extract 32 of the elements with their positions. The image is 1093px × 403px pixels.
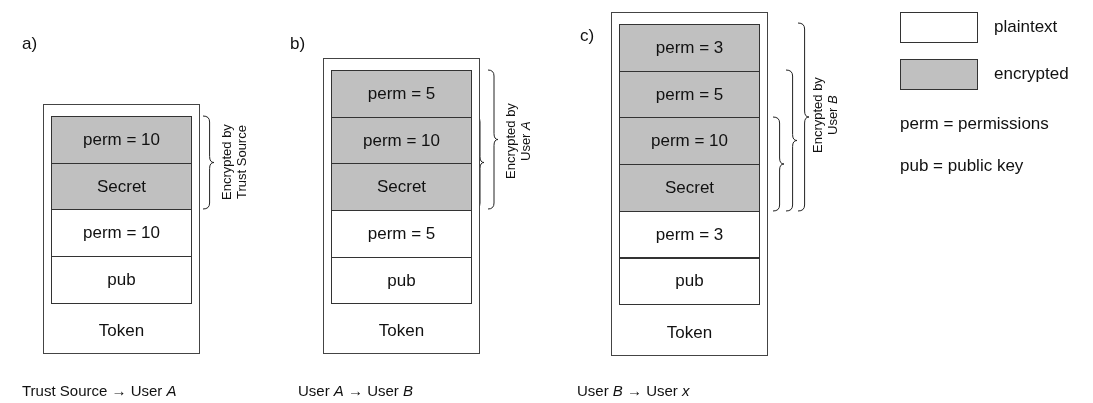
token-box [43,104,200,354]
encrypted-field: perm = 10 [619,117,760,166]
encrypted-field: Secret [51,162,192,211]
token-label: Token [665,323,714,343]
plaintext-field: perm = 10 [51,209,192,258]
legend-label: encrypted [994,64,1069,84]
legend-note: perm = permissions [900,114,1049,134]
plaintext-field: perm = 3 [619,210,760,259]
token-box [611,12,768,356]
encrypted-field: perm = 5 [331,70,472,118]
panel-letter: a) [22,34,38,54]
token-box [323,58,480,354]
plaintext-field: pub [51,256,192,304]
plaintext-field: perm = 5 [331,210,472,258]
encrypted-field: perm = 10 [51,116,192,164]
encrypted-field: perm = 3 [619,24,760,72]
panel-caption: User B → User x [577,382,690,399]
encrypted-field: perm = 5 [619,70,760,119]
token-label: Token [377,321,426,341]
plaintext-field: pub [331,256,472,305]
token-label: Token [97,321,146,341]
panel-caption: Trust Source → User A [22,382,177,399]
encrypted-field: Secret [331,163,472,212]
plaintext-field: pub [619,257,760,306]
encrypted-field: perm = 10 [331,116,472,165]
panel-caption: User A → User B [298,382,414,399]
panel-letter: b) [290,34,306,54]
encrypted-field: Secret [619,164,760,212]
brace-label: Encrypted by Trust Source [219,123,250,202]
legend-note: pub = public key [900,156,1024,176]
legend-label: plaintext [994,17,1058,37]
panel-letter: c) [580,26,595,46]
